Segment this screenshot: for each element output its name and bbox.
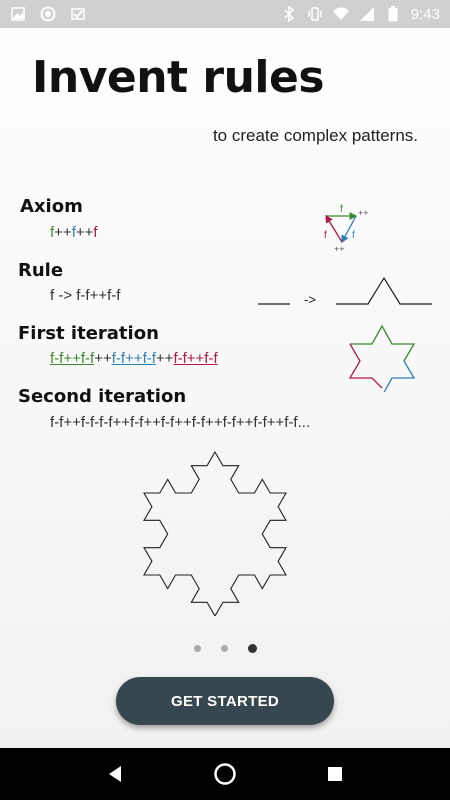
recents-button[interactable] [315, 754, 355, 794]
rule-title: Rule [18, 260, 64, 281]
axiom-title: Axiom [20, 196, 83, 217]
first-iteration-sep2: ++ [155, 350, 174, 367]
page-dot-2[interactable] [220, 645, 228, 652]
second-iteration-text: f-f++f-f-f-f++f-f++f-f++f-f++f-f++f-f++f… [50, 414, 311, 431]
koch-snowflake-diagram [143, 450, 287, 616]
status-bar: 9:43 [0, 0, 450, 28]
star-edge-green [350, 324, 416, 362]
home-icon [214, 763, 236, 785]
star-edge-blue [383, 360, 416, 392]
home-button[interactable] [205, 754, 245, 794]
check-icon [70, 6, 86, 22]
rule-segment-after [336, 276, 432, 305]
wifi-icon [332, 6, 349, 22]
axiom-f1: f [50, 224, 55, 241]
first-iteration-seg2: f-f++f-f [111, 350, 156, 367]
first-iteration-title: First iteration [18, 323, 159, 344]
image-icon [10, 6, 26, 22]
page-subtitle: to create complex patterns. [212, 126, 418, 145]
second-iteration-title: Second iteration [18, 386, 187, 407]
navigation-bar [0, 748, 450, 800]
first-iteration-seg3: f-f++f-f [173, 350, 218, 367]
bluetooth-icon [281, 6, 297, 22]
axiom-text: f++f++f [50, 224, 98, 241]
axiom-edge-left [325, 214, 343, 243]
vibrate-icon [307, 6, 323, 22]
axiom-plus2: ++ [75, 224, 94, 241]
star-edge-red [348, 343, 383, 389]
signal-icon [359, 6, 375, 22]
axiom-edge-right [341, 215, 357, 244]
back-icon [109, 766, 121, 782]
first-iteration-seg1: f-f++f-f [50, 350, 95, 367]
back-button[interactable] [95, 754, 135, 794]
page-indicator [0, 644, 450, 653]
axiom-label-turn2: ++ [334, 244, 345, 254]
recents-icon [328, 767, 342, 781]
first-iteration-text: f-f++f-f++f-f++f-f++f-f++f-f [50, 350, 218, 367]
page-dot-1[interactable] [193, 645, 201, 652]
clock: 9:43 [410, 5, 440, 23]
circle-icon [40, 6, 56, 22]
koch-snowflake [143, 450, 287, 616]
axiom-label-turn1: ++ [358, 208, 369, 218]
rule-diagram-arrow: -> [304, 292, 316, 307]
page-dot-3[interactable] [247, 644, 257, 653]
axiom-triangle-diagram: f ++ f f ++ [324, 204, 369, 254]
rule-text: f -> f-f++f-f [50, 287, 121, 304]
first-iteration-star-diagram [348, 324, 416, 392]
axiom-label-right: f [352, 230, 355, 241]
page-title: Invent rules [32, 52, 325, 103]
axiom-label-left: f [324, 230, 327, 241]
axiom-f2: f [71, 224, 76, 241]
rule-diagram: -> [258, 276, 432, 307]
axiom-f3: f [93, 224, 98, 241]
get-started-button[interactable]: GET STARTED [116, 677, 334, 725]
battery-icon [385, 6, 401, 22]
first-iteration-sep1: ++ [94, 350, 112, 367]
axiom-label-top: f [340, 204, 343, 215]
axiom-plus1: ++ [54, 224, 72, 241]
